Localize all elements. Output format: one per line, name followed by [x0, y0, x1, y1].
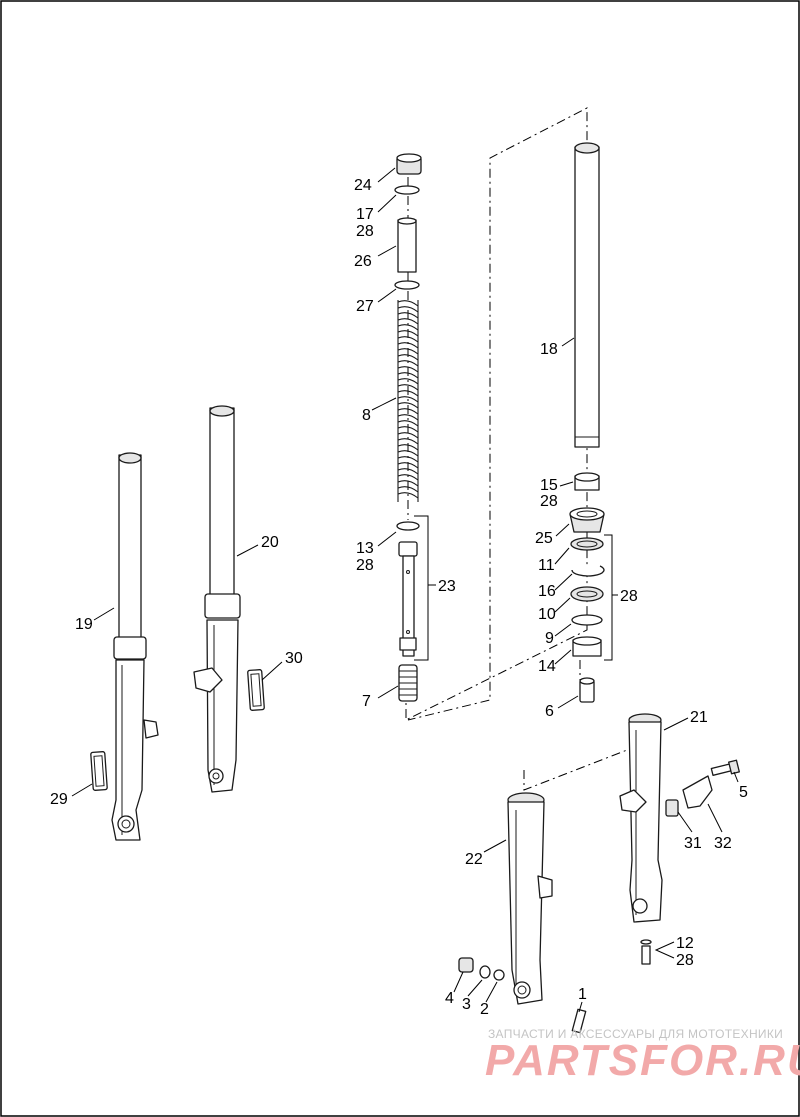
callout-22: 22	[465, 851, 483, 868]
callout-13: 13	[356, 540, 374, 557]
callout-28-screw: 28	[676, 952, 694, 969]
damper-rod-23	[398, 541, 418, 657]
bushing-14	[572, 636, 602, 657]
retaining-ring-11	[570, 537, 604, 551]
callout-11: 11	[538, 557, 555, 574]
callout-24: 24	[354, 177, 372, 194]
washer-27	[394, 280, 420, 290]
fork-assembly-19	[111, 452, 159, 841]
callout-21: 21	[690, 709, 708, 726]
callout-14: 14	[538, 658, 556, 675]
callout-15: 15	[540, 477, 558, 494]
callout-2: 2	[480, 1001, 489, 1018]
callout-16: 16	[538, 583, 556, 600]
callout-25: 25	[535, 530, 553, 547]
fork-slider-22	[507, 792, 553, 1005]
axle-bolt-1	[571, 1008, 587, 1034]
washer-2	[493, 969, 505, 981]
callout-30: 30	[285, 650, 303, 667]
callout-5: 5	[739, 784, 748, 801]
callout-18: 18	[540, 341, 558, 358]
watermark-caption: ЗАПЧАСТИ И АКСЕССУАРЫ ДЛЯ МОТОТЕХНИКИ	[488, 1027, 783, 1041]
spacer-26	[397, 217, 417, 273]
callout-8: 8	[362, 407, 371, 424]
fork-cap-24	[396, 153, 422, 175]
callout-3: 3	[462, 996, 471, 1013]
rebound-spring-7	[398, 664, 418, 702]
callout-20: 20	[261, 534, 279, 551]
callout-9: 9	[545, 630, 554, 647]
watermark-brand: PARTSFOR.RU	[485, 1036, 800, 1085]
oil-seal-10	[570, 586, 604, 602]
washer-9	[571, 614, 603, 626]
bolt-5	[710, 759, 740, 776]
callout-32: 32	[714, 835, 732, 852]
callout-23: 23	[438, 578, 456, 595]
washer-3	[479, 965, 491, 979]
circlip-16	[571, 565, 605, 577]
callout-29: 29	[50, 791, 68, 808]
callout-26: 26	[354, 253, 372, 270]
callout-27: 27	[356, 298, 374, 315]
callout-10: 10	[538, 606, 556, 623]
reflector-29	[90, 751, 108, 791]
callout-7: 7	[362, 693, 371, 710]
damper-lock-6	[579, 677, 595, 703]
callout-28-seals: 28	[620, 588, 638, 605]
o-ring-17	[394, 185, 420, 195]
callout-28-bushing: 28	[540, 493, 558, 510]
nut-31	[665, 799, 679, 817]
callout-1: 1	[578, 986, 587, 1003]
bracket-32	[682, 775, 713, 809]
ring-13	[396, 521, 420, 531]
callout-28-ring: 28	[356, 557, 374, 574]
fork-slider-21	[619, 713, 663, 923]
nut-4	[458, 957, 474, 973]
callout-12: 12	[676, 935, 694, 952]
drain-screw-12	[640, 939, 652, 965]
fork-spring-8	[397, 300, 419, 502]
bushing-15	[574, 472, 600, 491]
callout-28-cap: 28	[356, 223, 374, 240]
callout-4: 4	[445, 990, 454, 1007]
reflector-30	[247, 669, 265, 711]
assembly-path-spring-side	[405, 107, 588, 721]
fork-assembly-20	[193, 405, 241, 793]
callout-31: 31	[684, 835, 702, 852]
dust-seal-25	[569, 507, 605, 533]
fork-tube-18	[574, 142, 600, 448]
leader-lines	[71, 167, 739, 1013]
callout-6: 6	[545, 703, 554, 720]
callout-19: 19	[75, 616, 93, 633]
callout-17: 17	[356, 206, 374, 223]
